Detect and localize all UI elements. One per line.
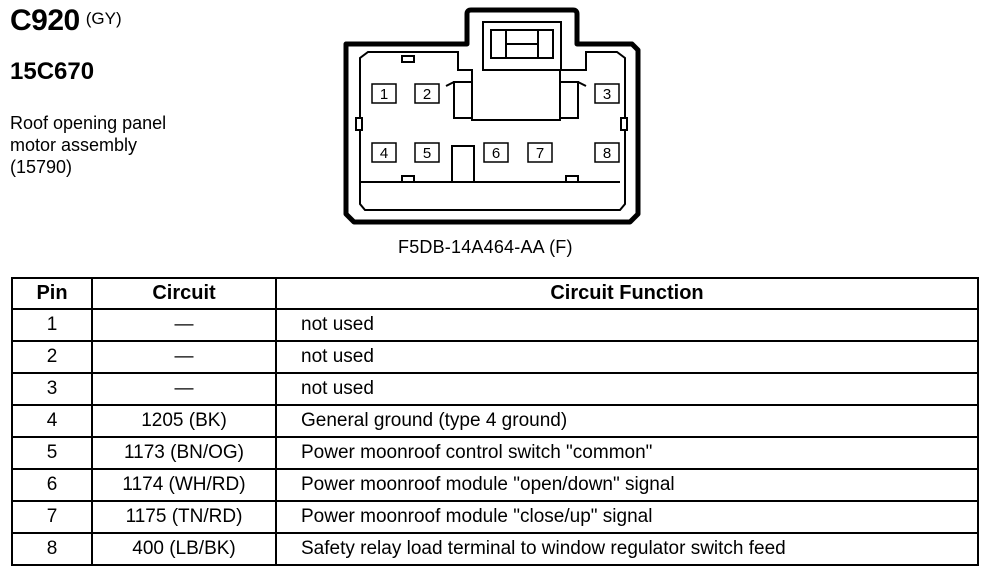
pin-number-4: 4 bbox=[380, 145, 388, 162]
edge-notch bbox=[565, 175, 579, 183]
pin-cavity-3 bbox=[594, 83, 620, 104]
table-row: 6 1174 (WH/RD) Power moonroof module "op… bbox=[11, 468, 979, 502]
side-notch bbox=[620, 117, 628, 131]
cell-pin: 5 bbox=[11, 436, 93, 470]
pin-number-8: 8 bbox=[603, 145, 611, 162]
description-line: Roof opening panel bbox=[10, 113, 167, 133]
cell-pin: 7 bbox=[11, 500, 93, 534]
pin-cavity-8 bbox=[594, 142, 620, 163]
cell-pin: 2 bbox=[11, 340, 93, 374]
cell-function: General ground (type 4 ground) bbox=[275, 404, 979, 438]
latch-tab bbox=[482, 21, 562, 71]
pin-number-6: 6 bbox=[492, 145, 500, 162]
table-header-row: Pin Circuit Circuit Function bbox=[11, 277, 979, 310]
table-row: 4 1205 (BK) General ground (type 4 groun… bbox=[11, 404, 979, 438]
cell-circuit: — bbox=[91, 308, 277, 342]
edge-notch bbox=[401, 55, 415, 63]
table-row: 2 — not used bbox=[11, 340, 979, 374]
cell-function: not used bbox=[275, 340, 979, 374]
table-row: 7 1175 (TN/RD) Power moonroof module "cl… bbox=[11, 500, 979, 534]
pin-cavity-4 bbox=[371, 142, 397, 163]
center-key bbox=[453, 81, 473, 119]
cell-function: Power moonroof module "open/down" signal bbox=[275, 468, 979, 502]
connector-title: C920 (GY) bbox=[10, 4, 122, 38]
pin-number-1: 1 bbox=[380, 86, 388, 103]
side-notch bbox=[355, 117, 363, 131]
header-pin: Pin bbox=[11, 277, 93, 310]
cell-circuit: 400 (LB/BK) bbox=[91, 532, 277, 566]
pin-number-3: 3 bbox=[603, 86, 611, 103]
bottom-key bbox=[451, 145, 475, 183]
table-row: 3 — not used bbox=[11, 372, 979, 406]
connector-part-label: F5DB-14A464-AA (F) bbox=[398, 237, 573, 257]
cell-pin: 6 bbox=[11, 468, 93, 502]
cell-pin: 4 bbox=[11, 404, 93, 438]
pin-cavity-7 bbox=[527, 142, 553, 163]
pin-number-5: 5 bbox=[423, 145, 431, 162]
pin-cavity-1 bbox=[371, 83, 397, 104]
cell-circuit: — bbox=[91, 372, 277, 406]
part-number: 15C670 bbox=[10, 58, 95, 85]
cell-circuit: 1205 (BK) bbox=[91, 404, 277, 438]
pin-cavity-2 bbox=[414, 83, 440, 104]
cell-function: Power moonroof module "close/up" signal bbox=[275, 500, 979, 534]
description-line: (15790) bbox=[10, 157, 73, 177]
connector-face-diagram: 1 2 3 4 5 6 7 8 bbox=[343, 7, 641, 225]
cell-function: not used bbox=[275, 308, 979, 342]
cell-pin: 8 bbox=[11, 532, 93, 566]
header-circuit: Circuit bbox=[91, 277, 277, 310]
pinout-table: Pin Circuit Circuit Function 1 — not use… bbox=[11, 277, 979, 566]
connector-housing-outline bbox=[343, 7, 641, 225]
cell-circuit: 1173 (BN/OG) bbox=[91, 436, 277, 470]
pin-cavity-6 bbox=[483, 142, 509, 163]
table-row: 1 — not used bbox=[11, 308, 979, 342]
cell-pin: 3 bbox=[11, 372, 93, 406]
pin-number-7: 7 bbox=[536, 145, 544, 162]
latch-lock bbox=[490, 29, 554, 59]
connector-color: (GY) bbox=[85, 9, 122, 28]
table-row: 5 1173 (BN/OG) Power moonroof control sw… bbox=[11, 436, 979, 470]
cell-circuit: — bbox=[91, 340, 277, 374]
pin-number-2: 2 bbox=[423, 86, 431, 103]
table-row: 8 400 (LB/BK) Safety relay load terminal… bbox=[11, 532, 979, 566]
connector-code: C920 bbox=[10, 4, 80, 37]
component-description: Roof opening panel motor assembly (15790… bbox=[10, 112, 166, 178]
connector-inner-wall bbox=[359, 51, 626, 211]
cell-function: Safety relay load terminal to window reg… bbox=[275, 532, 979, 566]
header-circuit-function: Circuit Function bbox=[275, 277, 979, 310]
edge-notch bbox=[401, 175, 415, 183]
pin-cavity-5 bbox=[414, 142, 440, 163]
cell-function: not used bbox=[275, 372, 979, 406]
description-line: motor assembly bbox=[10, 135, 138, 155]
cell-pin: 1 bbox=[11, 308, 93, 342]
cell-circuit: 1174 (WH/RD) bbox=[91, 468, 277, 502]
cell-circuit: 1175 (TN/RD) bbox=[91, 500, 277, 534]
cell-function: Power moonroof control switch "common" bbox=[275, 436, 979, 470]
